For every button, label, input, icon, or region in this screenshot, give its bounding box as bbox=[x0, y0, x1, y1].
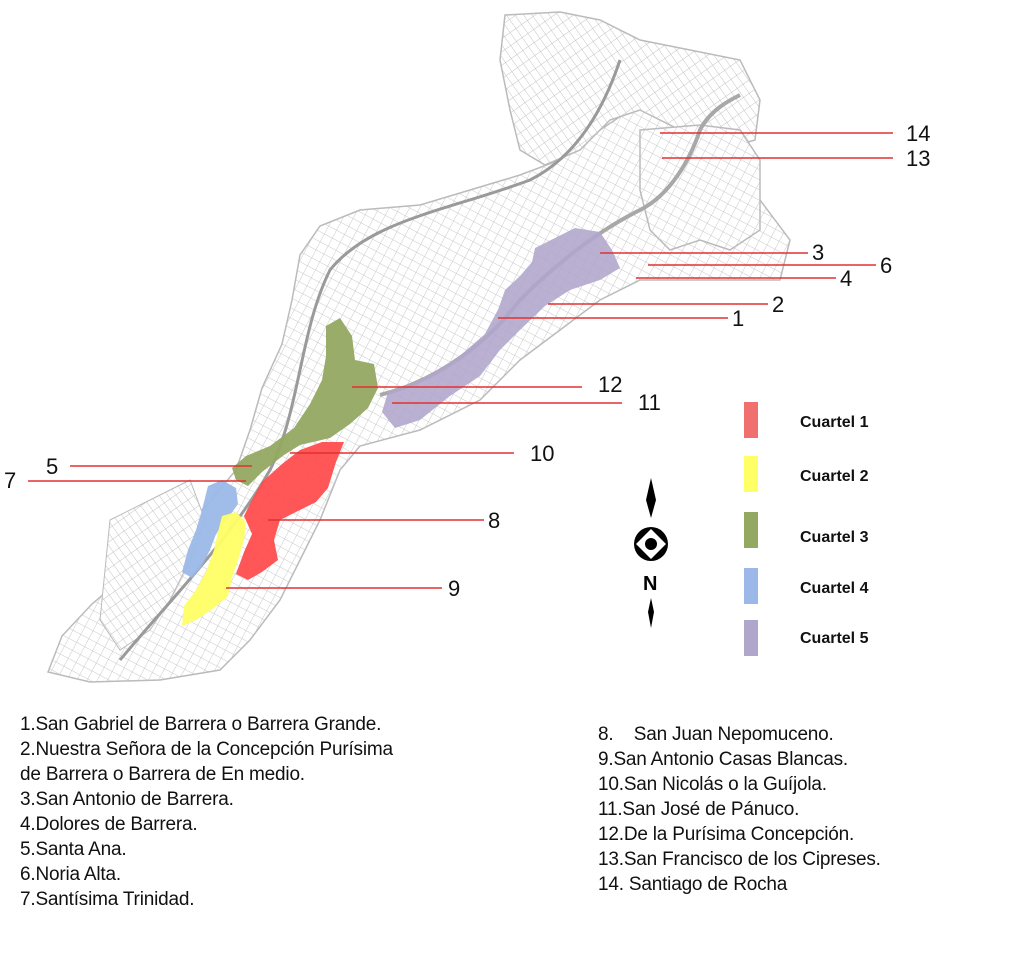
list-item: 6.Noria Alta. bbox=[20, 864, 121, 885]
legend-label: Cuartel 2 bbox=[800, 468, 869, 485]
north-arrow-icon: N bbox=[634, 478, 668, 628]
list-item: 4.Dolores de Barrera. bbox=[20, 814, 198, 835]
legend: Cuartel 1 Cuartel 2 Cuartel 3 Cuartel 4 … bbox=[744, 402, 869, 656]
zone-cuartel-1 bbox=[236, 442, 344, 580]
list-item: 13.San Francisco de los Cipreses. bbox=[598, 849, 881, 870]
list-item: 14. Santiago de Rocha bbox=[598, 874, 788, 895]
map: 14 13 3 6 4 2 1 12 11 10 5 7 8 9 N Cuart… bbox=[4, 11, 930, 683]
neighborhood-list-left: 1.San Gabriel de Barrera o Barrera Grand… bbox=[20, 712, 393, 912]
leader-lines bbox=[28, 132, 893, 589]
legend-item-cuartel-5: Cuartel 5 bbox=[744, 620, 869, 656]
callout-number: 3 bbox=[812, 240, 824, 265]
city-street-grid bbox=[46, 11, 791, 683]
legend-swatch bbox=[744, 456, 758, 492]
zone-cuartel-5 bbox=[382, 228, 620, 428]
callout-number: 5 bbox=[46, 454, 58, 479]
urban-area-east bbox=[639, 124, 761, 251]
zone-cuartel-4 bbox=[182, 480, 238, 578]
callout-number: 12 bbox=[598, 372, 622, 397]
callout-number: 11 bbox=[638, 390, 661, 415]
legend-item-cuartel-2: Cuartel 2 bbox=[744, 456, 869, 492]
neighborhood-list-right: 8. San Juan Nepomuceno. 9.San Antonio Ca… bbox=[598, 722, 881, 897]
legend-swatch bbox=[744, 402, 758, 438]
list-item: 11.San José de Pánuco. bbox=[598, 799, 800, 820]
legend-label: Cuartel 4 bbox=[800, 580, 869, 597]
zone-cuartel-2 bbox=[182, 512, 246, 626]
callout-number: 13 bbox=[906, 146, 930, 171]
list-item: 1.San Gabriel de Barrera o Barrera Grand… bbox=[20, 714, 382, 735]
callout-number: 10 bbox=[530, 441, 554, 466]
list-item: 3.San Antonio de Barrera. bbox=[20, 789, 234, 810]
callout-number: 9 bbox=[448, 576, 460, 601]
legend-label: Cuartel 3 bbox=[800, 529, 869, 546]
cuartel-zones bbox=[182, 228, 620, 626]
legend-item-cuartel-1: Cuartel 1 bbox=[744, 402, 869, 438]
zone-cuartel-3 bbox=[232, 318, 378, 486]
callout-number: 1 bbox=[732, 306, 744, 331]
list-item: 8. San Juan Nepomuceno. bbox=[598, 724, 834, 745]
callout-numbers: 14 13 3 6 4 2 1 12 11 10 5 7 8 9 bbox=[4, 121, 930, 601]
legend-label: Cuartel 1 bbox=[800, 414, 869, 431]
callout-number: 6 bbox=[880, 253, 892, 278]
list-item: 2.Nuestra Señora de la Concepción Purísi… bbox=[20, 739, 393, 760]
callout-number: 14 bbox=[906, 121, 930, 146]
legend-item-cuartel-3: Cuartel 3 bbox=[744, 512, 869, 548]
legend-item-cuartel-4: Cuartel 4 bbox=[744, 568, 869, 604]
legend-swatch bbox=[744, 568, 758, 604]
list-item: 10.San Nicolás o la Guíjola. bbox=[598, 774, 827, 795]
callout-number: 7 bbox=[4, 468, 16, 493]
legend-swatch bbox=[744, 512, 758, 548]
list-item: 7.Santísima Trinidad. bbox=[20, 889, 195, 910]
list-item: 12.De la Purísima Concepción. bbox=[598, 824, 855, 845]
callout-number: 8 bbox=[488, 508, 500, 533]
list-item: 5.Santa Ana. bbox=[20, 839, 127, 860]
north-label: N bbox=[643, 573, 657, 595]
list-item: de Barrera o Barrera de En medio. bbox=[20, 764, 305, 785]
callout-number: 4 bbox=[840, 266, 852, 291]
legend-label: Cuartel 5 bbox=[800, 630, 869, 647]
legend-swatch bbox=[744, 620, 758, 656]
list-item: 9.San Antonio Casas Blancas. bbox=[598, 749, 849, 770]
callout-number: 2 bbox=[772, 292, 784, 317]
